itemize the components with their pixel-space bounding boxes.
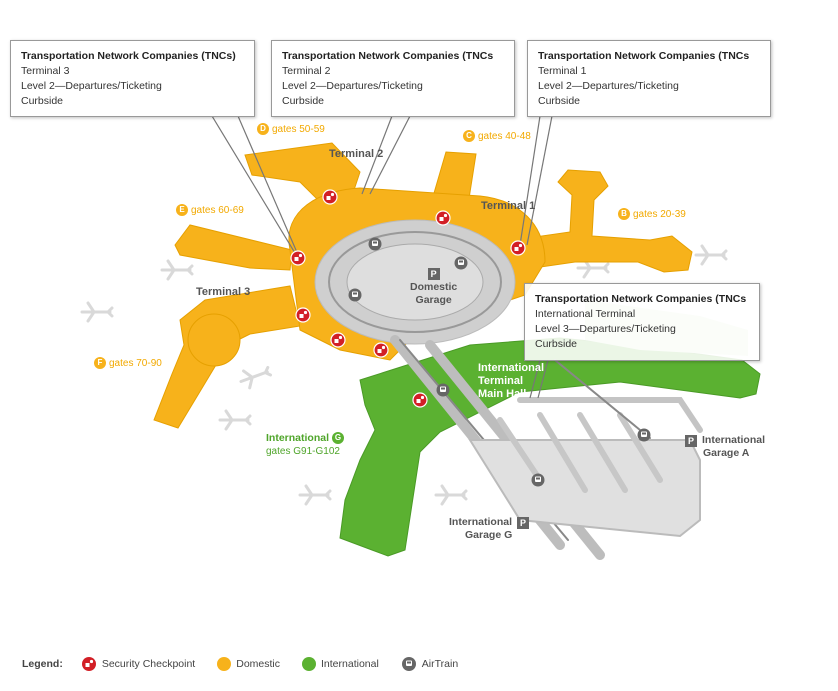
garage-line: Garage G xyxy=(465,529,513,541)
international-garage-g-label[interactable]: International P Garage G xyxy=(449,516,530,542)
tnc-callout-terminal-1[interactable]: Transportation Network Companies (TNCs T… xyxy=(527,40,771,117)
security-checkpoint-icon xyxy=(373,342,389,358)
international-terminal-label[interactable]: International Terminal Main Hall xyxy=(478,362,544,401)
roadways xyxy=(314,219,703,560)
domestic-swatch-icon xyxy=(217,657,232,671)
callout-title: Transportation Network Companies (TNCs) xyxy=(21,50,236,62)
security-checkpoint-icon xyxy=(435,210,451,226)
gates-d-label[interactable]: D gates 50-59 xyxy=(257,123,325,135)
legend-domestic: Domestic xyxy=(217,657,280,671)
gate-g-badge: G xyxy=(332,432,345,444)
airtrain-icon xyxy=(531,473,545,487)
gates-b-label[interactable]: B gates 20-39 xyxy=(618,208,686,220)
garage-line: Garage xyxy=(415,294,452,306)
garage-line: Garage A xyxy=(703,447,750,459)
airtrain-icon xyxy=(401,657,416,671)
tnc-callout-international[interactable]: Transportation Network Companies (TNCs I… xyxy=(524,283,760,361)
security-checkpoint-icon xyxy=(510,240,526,256)
legend-security: Security Checkpoint xyxy=(81,656,195,672)
garage-line: International xyxy=(449,516,513,528)
airtrain-icon xyxy=(368,237,382,251)
gate-d-text: gates 50-59 xyxy=(272,123,325,135)
callout-line: International Terminal xyxy=(535,308,636,320)
garage-line: Domestic xyxy=(410,281,458,293)
gate-c-badge: C xyxy=(463,130,475,142)
gate-b-badge: B xyxy=(618,208,630,220)
callout-title: Transportation Network Companies (TNCs xyxy=(535,293,747,305)
legend-international-label: International xyxy=(321,658,379,670)
callout-title: Transportation Network Companies (TNCs xyxy=(538,50,750,62)
terminal-2-label[interactable]: Terminal 2 xyxy=(329,148,384,160)
map-legend: Legend: Security Checkpoint Domestic Int… xyxy=(22,656,472,672)
security-checkpoint-icon xyxy=(322,189,338,205)
gate-e-badge: E xyxy=(176,204,188,216)
callout-line: Curbside xyxy=(535,338,578,350)
parking-icon: P xyxy=(427,268,440,280)
gate-g-text: gates G91-G102 xyxy=(266,446,340,457)
international-g-label[interactable]: International G gates G91-G102 xyxy=(266,432,345,457)
terminal-3-label[interactable]: Terminal 3 xyxy=(196,286,251,298)
international-swatch-icon xyxy=(302,657,316,671)
international-garage-a-label[interactable]: P International Garage A xyxy=(685,434,765,460)
gate-g-name: International xyxy=(266,432,330,444)
airtrain-icon xyxy=(348,288,362,302)
garage-line: International xyxy=(702,434,766,446)
intl-line: Terminal xyxy=(478,375,524,387)
parking-icon: P xyxy=(517,516,530,529)
callout-line: Level 3—Departures/Ticketing xyxy=(535,323,676,335)
gate-f-text: gates 70-90 xyxy=(109,357,162,369)
callout-pointers xyxy=(211,115,553,399)
legend-international: International xyxy=(302,657,379,671)
callout-line: Curbside xyxy=(282,95,325,107)
callout-line: Curbside xyxy=(21,95,64,107)
callout-title: Transportation Network Companies (TNCs xyxy=(282,50,494,62)
domestic-garage-label[interactable]: P Domestic Garage xyxy=(410,268,457,307)
legend-security-label: Security Checkpoint xyxy=(101,658,196,670)
security-checkpoint-icon xyxy=(412,392,428,408)
security-checkpoint-icon xyxy=(330,332,346,348)
gates-e-label[interactable]: E gates 60-69 xyxy=(176,204,244,216)
callout-line: Level 2—Departures/Ticketing xyxy=(538,80,679,92)
legend-domestic-label: Domestic xyxy=(236,658,280,670)
intl-line: International xyxy=(478,362,545,374)
legend-airtrain-label: AirTrain xyxy=(421,658,459,670)
callout-line: Terminal 2 xyxy=(282,65,331,77)
terminal-1-label[interactable]: Terminal 1 xyxy=(481,200,536,212)
airtrain-icon xyxy=(436,383,450,397)
airtrain-icon xyxy=(637,428,651,442)
legend-airtrain: AirTrain xyxy=(401,656,458,672)
gate-d-badge: D xyxy=(257,123,269,135)
gate-c-text: gates 40-48 xyxy=(478,130,531,142)
callout-line: Curbside xyxy=(538,95,581,107)
callout-line: Terminal 3 xyxy=(21,65,70,77)
tnc-callout-terminal-3[interactable]: Transportation Network Companies (TNCs) … xyxy=(10,40,255,117)
gate-f-badge: F xyxy=(94,357,106,369)
security-checkpoint-icon xyxy=(290,250,306,266)
parking-icon: P xyxy=(685,434,697,447)
intl-line: Main Hall xyxy=(478,388,527,400)
callout-line: Level 2—Departures/Ticketing xyxy=(21,80,162,92)
gates-f-label[interactable]: F gates 70-90 xyxy=(94,357,162,369)
gate-b-text: gates 20-39 xyxy=(633,208,686,220)
callout-line: Terminal 1 xyxy=(538,65,587,77)
security-checkpoint-icon xyxy=(81,657,96,671)
tnc-callout-terminal-2[interactable]: Transportation Network Companies (TNCs T… xyxy=(271,40,515,117)
gate-e-text: gates 60-69 xyxy=(191,204,244,216)
callout-line: Level 2—Departures/Ticketing xyxy=(282,80,423,92)
legend-heading: Legend: xyxy=(22,658,63,670)
gates-c-label[interactable]: C gates 40-48 xyxy=(463,130,531,142)
security-checkpoint-icon xyxy=(295,307,311,323)
